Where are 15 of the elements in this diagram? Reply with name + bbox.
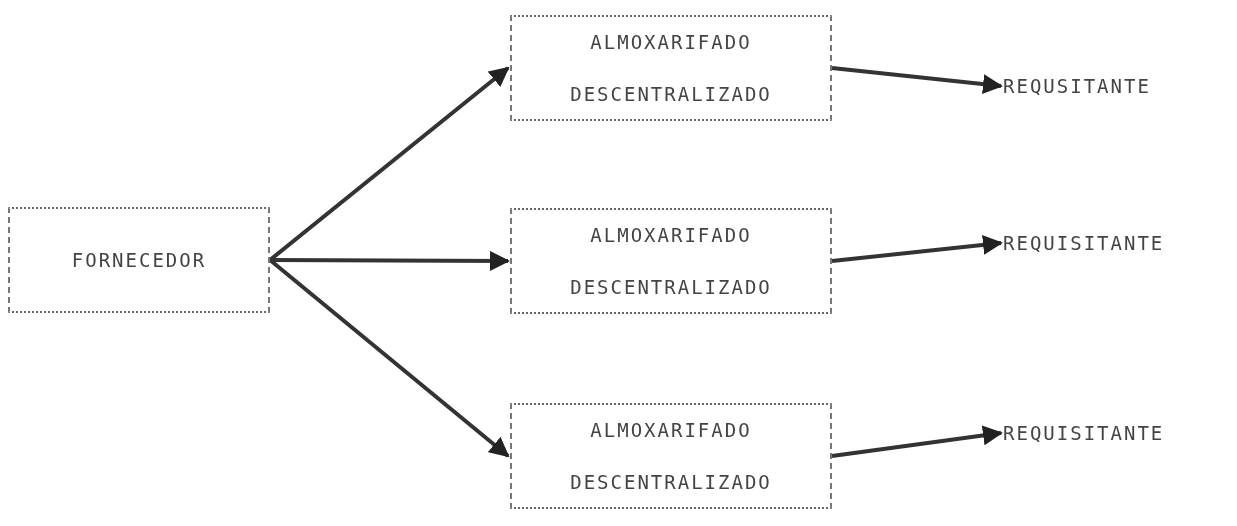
- box-label: ALMOXARIFADO DESCENTRALIZADO: [569, 418, 773, 495]
- warehouse-box: [510, 403, 832, 509]
- arrow: [831, 66, 1003, 95]
- arrow: [270, 250, 510, 271]
- warehouse-box: [510, 15, 832, 121]
- requester-label: REQUSITANTE: [1003, 72, 1203, 100]
- box-label: ALMOXARIFADO DESCENTRALIZADO: [569, 223, 773, 300]
- warehouse-box: [510, 208, 832, 314]
- arrow: [831, 234, 1003, 263]
- box-label: FORNECEDOR: [71, 248, 207, 273]
- box-label: ALMOXARIFADO DESCENTRALIZADO: [569, 30, 773, 107]
- supplier-box: [8, 207, 270, 313]
- requester-label: REQUISITANTE: [1003, 229, 1203, 257]
- requester-label: REQUISITANTE: [1003, 419, 1203, 447]
- arrow: [831, 425, 1003, 458]
